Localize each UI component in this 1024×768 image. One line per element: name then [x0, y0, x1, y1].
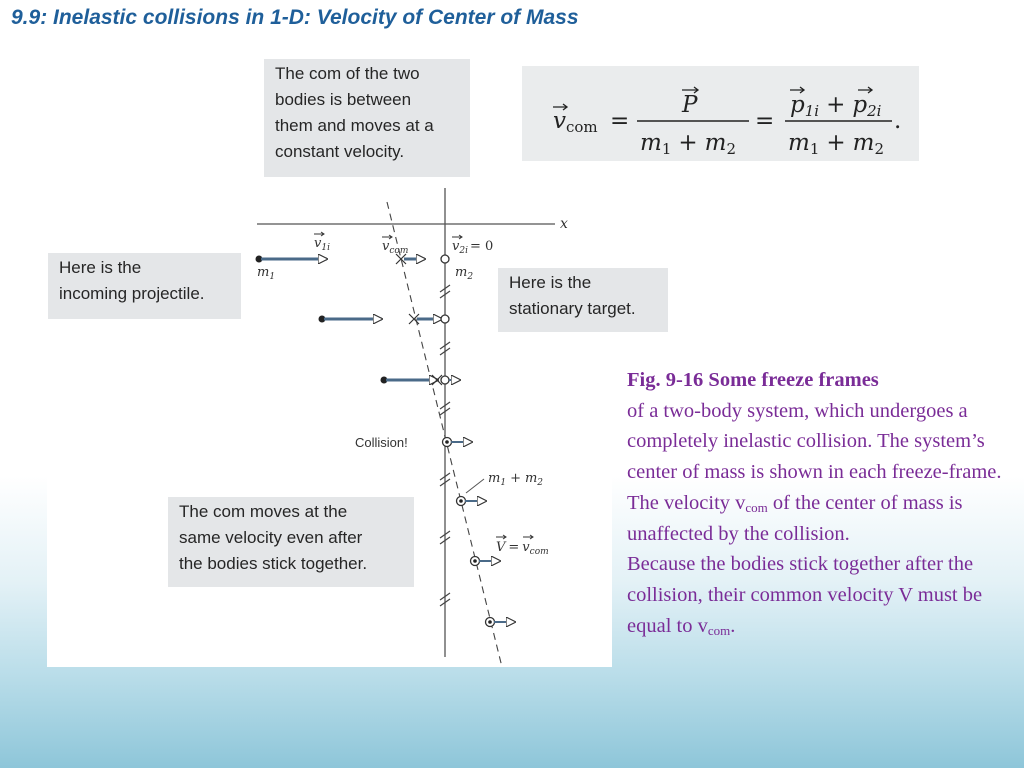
merged-body-dot-frame6	[473, 559, 477, 563]
body-m1-frame1	[255, 255, 263, 263]
callout-line: incoming projectile.	[59, 284, 205, 303]
caption-lead: Fig. 9-16 Some freeze frames	[627, 369, 879, 391]
caption-end: .	[730, 614, 736, 637]
slide-title: 9.9: Inelastic collisions in 1-D: Veloci…	[11, 6, 579, 29]
callout-line: constant velocity.	[275, 142, 405, 161]
merged-body-dot-frame4	[445, 440, 449, 444]
com-path-line	[386, 201, 503, 667]
callout-incoming-projectile: Here is the incoming projectile.	[48, 253, 241, 319]
m1-label: m1	[257, 265, 275, 282]
merged-body-dot-frame5	[459, 499, 463, 503]
P-vector-arrow-icon	[682, 86, 700, 94]
collision-label: Collision!	[355, 435, 408, 450]
m2-label: m2	[455, 265, 473, 282]
mass-sum-label: m1+m2	[488, 471, 543, 488]
caption-sub-1: com	[745, 499, 768, 515]
callout-line: Here is the	[59, 258, 142, 277]
callout-com-between: The com of the two bodies is between the…	[264, 59, 470, 177]
callout-com-after: The com moves at the same velocity even …	[168, 497, 414, 587]
v1i-label: v1i	[314, 236, 330, 253]
formula-num1: P	[681, 92, 698, 118]
lhs-vector-arrow-icon	[553, 103, 569, 111]
vcom-equation: vcom = P m1+m2 = p1i+p2i m1+m2 .	[553, 86, 901, 158]
callout-line: The com moves at the	[179, 502, 348, 521]
callout-line: Here is the	[509, 273, 592, 292]
com-marker-frame1	[395, 253, 407, 265]
body-m2-frame2	[440, 314, 450, 324]
v2i-label: v2i= 0	[452, 239, 493, 256]
caption-sub-3: com	[707, 622, 731, 638]
x-axis-label: x	[560, 216, 568, 232]
caption-body-1: of a two-body system, which undergoes a …	[627, 399, 1002, 514]
formula-den2: m1+m2	[788, 130, 884, 158]
callout-stationary-target: Here is the stationary target.	[498, 268, 668, 332]
freeze-frame-diagram: x m1 v1i vcom v2i= 0 m2	[255, 188, 568, 667]
p2-vector-arrow-icon	[858, 86, 874, 94]
callout-line: the bodies stick together.	[179, 554, 368, 573]
formula-end: .	[894, 108, 901, 134]
frame-separators	[439, 284, 451, 607]
body-m1-frame3	[380, 376, 388, 384]
formula-num2: p1i+p2i	[790, 92, 882, 120]
callout-line: stationary target.	[509, 299, 636, 318]
caption-body-3: Because the bodies stick together after …	[627, 553, 983, 637]
m-sum-leader-line	[465, 478, 485, 494]
vcom-label: vcom	[382, 239, 408, 256]
formula-equals-2: =	[755, 108, 774, 134]
V-equals-vcom-label: V=vcom	[496, 540, 549, 557]
callout-line: same velocity even after	[179, 528, 363, 547]
body-m2-frame1	[440, 254, 450, 264]
V-vector-arrow-icon	[496, 534, 507, 540]
callout-line: bodies is between	[275, 90, 412, 109]
callout-line: them and moves at a	[275, 116, 434, 135]
formula-equals-1: =	[610, 108, 629, 134]
p1-vector-arrow-icon	[790, 86, 806, 94]
v1i-vector-arrow-icon	[314, 231, 325, 237]
com-marker-frame2	[408, 313, 420, 325]
body-m1-frame2	[318, 315, 326, 323]
v2i-vector-arrow-icon	[452, 234, 463, 240]
vcom2-vector-arrow-icon	[523, 534, 534, 540]
formula-lhs: vcom	[553, 108, 598, 136]
formula-den1: m1+m2	[640, 130, 736, 158]
callout-line: The com of the two	[275, 64, 420, 83]
vcom-vector-arrow-icon	[382, 234, 393, 240]
caption-body-2: of the center of mass is unaffected by t…	[627, 491, 963, 545]
body-m2-frame3	[440, 375, 450, 385]
figure-caption: Fig. 9-16 Some freeze frames of a two-bo…	[627, 365, 1002, 641]
vcom-formula: vcom = P m1+m2 = p1i+p2i m1+m2 .	[522, 66, 919, 161]
merged-body-dot-frame7	[488, 620, 492, 624]
com-marker-frame3	[431, 374, 443, 386]
figure-panel: x m1 v1i vcom v2i= 0 m2	[47, 52, 919, 667]
